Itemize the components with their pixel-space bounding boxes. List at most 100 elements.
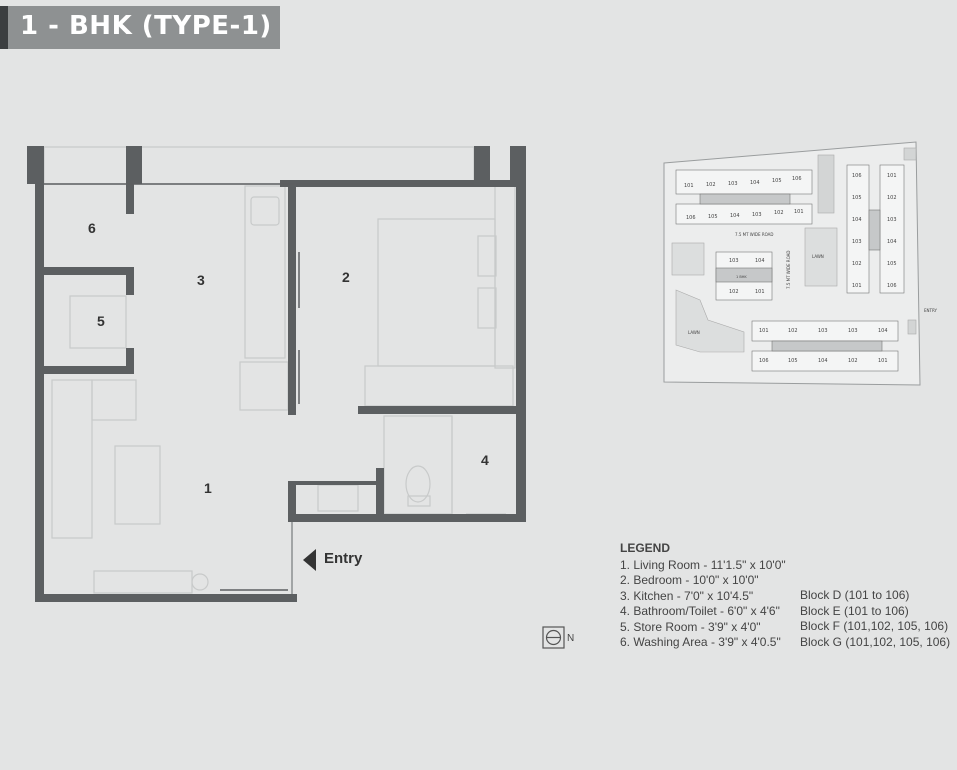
wall-stub-right [474, 146, 490, 186]
wall-stub-left [27, 146, 44, 184]
wall-store-bottom [35, 366, 134, 374]
washbasin [317, 484, 359, 512]
wall-bed-bottom [358, 406, 526, 414]
room-label-3: 3 [197, 272, 205, 288]
store-shelf [69, 295, 127, 349]
svg-text:104: 104 [750, 180, 760, 186]
title-banner: 1 - BHK (TYPE-1) [0, 6, 280, 49]
svg-text:106: 106 [759, 358, 769, 364]
wall-bed-top-r [490, 180, 526, 187]
north-compass-icon [542, 626, 565, 649]
wc-tank [407, 495, 431, 507]
svg-text:104: 104 [887, 239, 897, 245]
svg-text:101: 101 [887, 173, 897, 179]
svg-text:103: 103 [752, 212, 762, 218]
block-item: Block G (101,102, 105, 106) [800, 634, 951, 649]
wall-wash-top [288, 481, 376, 485]
wall-store-r-top [126, 267, 134, 295]
svg-text:101: 101 [852, 283, 862, 289]
svg-text:102: 102 [788, 328, 798, 334]
block-list: Block D (101 to 106) Block E (101 to 106… [800, 588, 950, 650]
svg-text:103: 103 [848, 328, 858, 334]
wall-stub-far [510, 146, 526, 186]
svg-text:101: 101 [794, 209, 804, 215]
wall-store-r-bot [126, 348, 134, 370]
svg-text:105: 105 [788, 358, 798, 364]
svg-text:103: 103 [818, 328, 828, 334]
svg-text:102: 102 [848, 358, 858, 364]
wall-bath-bottom [380, 514, 526, 522]
room-label-5: 5 [97, 313, 105, 329]
svg-text:103: 103 [728, 181, 738, 187]
svg-text:101: 101 [878, 358, 888, 364]
sofa-long [51, 379, 93, 539]
svg-text:105: 105 [708, 214, 718, 220]
svg-text:104: 104 [878, 328, 888, 334]
kitchen-unit [239, 361, 289, 411]
sofa-arm [91, 379, 137, 421]
coffee-table [114, 445, 161, 525]
bedroom-wardrobe [494, 185, 516, 369]
wall-kitchen-bed [288, 180, 296, 415]
room-label-2: 2 [342, 269, 350, 285]
svg-text:102: 102 [729, 289, 739, 295]
svg-text:102: 102 [887, 195, 897, 201]
svg-text:101: 101 [684, 183, 694, 189]
tv-unit [93, 570, 193, 594]
pillow-2 [477, 287, 497, 329]
svg-text:1 BHK: 1 BHK [736, 275, 747, 279]
svg-text:101: 101 [759, 328, 769, 334]
legend-heading: LEGEND [620, 541, 671, 555]
walls-group [27, 146, 526, 602]
svg-text:101: 101 [755, 289, 765, 295]
entry-label: Entry [324, 550, 363, 567]
page-title: 1 - BHK (TYPE-1) [20, 11, 272, 41]
wall-bath-left [376, 468, 384, 522]
svg-text:104: 104 [755, 258, 765, 264]
block-item: Block F (101,102, 105, 106) [800, 619, 949, 633]
svg-text:LAWN: LAWN [688, 330, 700, 335]
svg-text:106: 106 [792, 176, 802, 182]
room-label-6: 6 [88, 220, 96, 236]
bedroom-dresser [364, 365, 514, 407]
svg-text:7.5 MT WIDE ROAD: 7.5 MT WIDE ROAD [735, 232, 774, 237]
entry-arrow-icon [303, 549, 316, 571]
svg-text:105: 105 [887, 261, 897, 267]
svg-text:103: 103 [729, 258, 739, 264]
svg-text:LAWN: LAWN [812, 254, 824, 259]
svg-text:104: 104 [852, 217, 862, 223]
legend-item: 2. Bedroom - 10'0" x 10'0" [620, 573, 759, 587]
kitchen-counter [244, 185, 286, 359]
bath-area [383, 415, 453, 515]
wall-washing-r [126, 184, 134, 214]
wall-bottom [35, 594, 297, 602]
svg-text:104: 104 [818, 358, 828, 364]
appliance-circle [191, 573, 209, 591]
legend: LEGEND 1. Living Room - 11'1.5" x 10'0" … [620, 541, 786, 651]
svg-text:105: 105 [772, 178, 782, 184]
svg-text:7.5 MT WIDE ROAD: 7.5 MT WIDE ROAD [786, 251, 791, 290]
wall-wash-bottom [288, 514, 380, 522]
svg-text:106: 106 [852, 173, 862, 179]
svg-text:106: 106 [686, 215, 696, 221]
svg-text:106: 106 [887, 283, 897, 289]
block-item: Block D (101 to 106) [800, 588, 910, 602]
balcony-outline [43, 146, 475, 185]
wall-left [35, 184, 44, 602]
doors-windows [44, 183, 474, 594]
svg-text:104: 104 [730, 213, 740, 219]
legend-item: 5. Store Room - 3'9" x 4'0" [620, 619, 761, 634]
wc-bowl [405, 465, 431, 503]
svg-text:103: 103 [852, 239, 862, 245]
legend-item: 6. Washing Area - 3'9" x 4'0.5" [620, 635, 781, 649]
north-label: N [567, 633, 574, 644]
svg-text:102: 102 [774, 210, 784, 216]
block-item: Block E (101 to 106) [800, 603, 909, 618]
legend-item: 4. Bathroom/Toilet - 6'0" x 4'6" [620, 604, 780, 618]
wall-right [516, 184, 526, 522]
svg-text:102: 102 [706, 182, 716, 188]
svg-text:105: 105 [852, 195, 862, 201]
svg-text:102: 102 [852, 261, 862, 267]
wall-wash-store [35, 267, 134, 275]
kitchen-sink [250, 196, 280, 226]
